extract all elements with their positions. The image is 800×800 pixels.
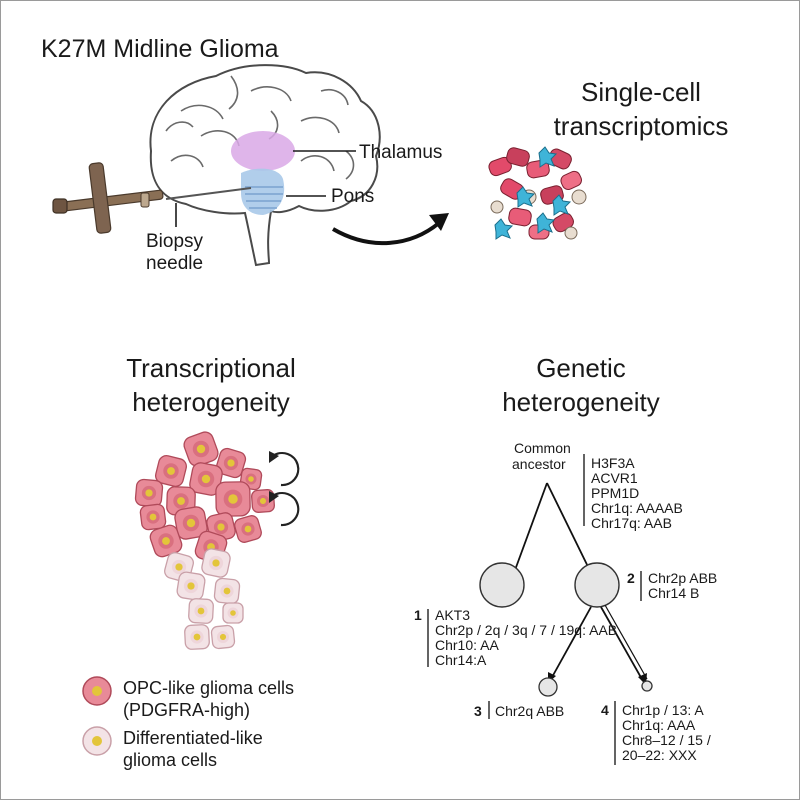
pons-label: Pons [331, 186, 375, 207]
differentiated-like-cell [176, 571, 206, 601]
single-cell-cluster [488, 146, 587, 240]
ancestor-feature: Chr1q: AAAAB [591, 500, 683, 516]
clone-1-feature: Chr14:A [435, 652, 487, 668]
brain-illustration [149, 64, 381, 267]
opc-like-cell [215, 447, 247, 479]
ancestor-feature: H3F3A [591, 455, 635, 471]
ancestor-feature: PPM1D [591, 485, 640, 501]
opc-like-cell [155, 455, 187, 487]
clone-node-3 [538, 677, 558, 697]
method-title-line1: Single-cell [581, 77, 701, 107]
clone-2-feature: Chr2p ABB [648, 570, 718, 586]
legend-opc-line2: (PDGFRA-high) [123, 700, 251, 720]
cycle-arrows [269, 451, 300, 527]
ancestor-feature: ACVR1 [591, 470, 638, 486]
clone-node-2 [574, 562, 620, 608]
differentiated-like-cell [210, 624, 236, 650]
ancestor-feature: Chr17q: AAB [591, 515, 672, 531]
differentiated-like-cell [222, 602, 244, 624]
page-title: K27M Midline Glioma [41, 35, 279, 63]
curved-arrow-head [429, 213, 449, 231]
differentiated-like-cell [201, 548, 231, 578]
clone-3-feature: Chr2q ABB [495, 703, 565, 719]
clone-1-feature: Chr2p / 2q / 3q / 7 / 19q: AAB [435, 622, 618, 638]
clone-2-number: 2 [627, 570, 635, 586]
differentiated-like-cell [188, 598, 214, 624]
legend-icon-differentiated [82, 726, 112, 756]
opc-like-cell [134, 478, 164, 508]
clone-1-feature: AKT3 [435, 607, 471, 623]
pons-region [241, 168, 285, 215]
differentiated-like-cell [213, 577, 241, 605]
needle-label-line2: needle [146, 253, 204, 274]
ancestor-label-line2: ancestor [512, 456, 566, 472]
opc-like-cell [183, 431, 219, 467]
needle-label-line1: Biopsy [146, 231, 204, 252]
legend-icon-opc [82, 676, 112, 706]
transcriptional-heading-line2: heterogeneity [132, 387, 290, 417]
ancestor-label-line1: Common [514, 440, 571, 456]
opc-like-cell [215, 481, 251, 517]
genetic-heading-line1: Genetic [536, 353, 626, 383]
transcriptional-heading-line1: Transcriptional [126, 353, 296, 383]
opc-like-cell [234, 515, 262, 543]
genetic-heading-line2: heterogeneity [502, 387, 660, 417]
clone-node-4 [641, 680, 653, 692]
curved-arrow [331, 221, 441, 246]
clone-node-1 [479, 562, 525, 608]
thalamus-region [231, 131, 295, 171]
clone-1-feature: Chr10: AA [435, 637, 499, 653]
clone-1-number: 1 [414, 607, 422, 623]
opc-like-cell [174, 506, 208, 540]
opc-like-cell [139, 503, 167, 531]
legend-opc-line1: OPC-like glioma cells [123, 678, 295, 698]
phylogenetic-tree [427, 454, 653, 765]
opc-like-cell [189, 462, 223, 496]
legend-diff-line1: Differentiated-like [123, 728, 263, 748]
clone-4-feature: Chr1q: AAA [622, 717, 696, 733]
method-title-line2: transcriptomics [553, 111, 729, 141]
clone-4-feature: Chr8–12 / 15 / [622, 732, 711, 748]
biopsy-needle [52, 162, 252, 234]
differentiated-like-cell [184, 624, 210, 650]
clone-4-feature: Chr1p / 13: A [622, 702, 704, 718]
clone-4-number: 4 [601, 702, 609, 718]
clone-3-number: 3 [474, 703, 482, 719]
clone-2-feature: Chr14 B [648, 585, 700, 601]
clone-4-feature: 20–22: XXX [622, 747, 697, 763]
transcriptional-cell-cluster [134, 431, 275, 650]
legend-diff-line2: glioma cells [123, 750, 218, 770]
thalamus-label: Thalamus [359, 142, 443, 163]
opc-like-cell [251, 489, 275, 513]
